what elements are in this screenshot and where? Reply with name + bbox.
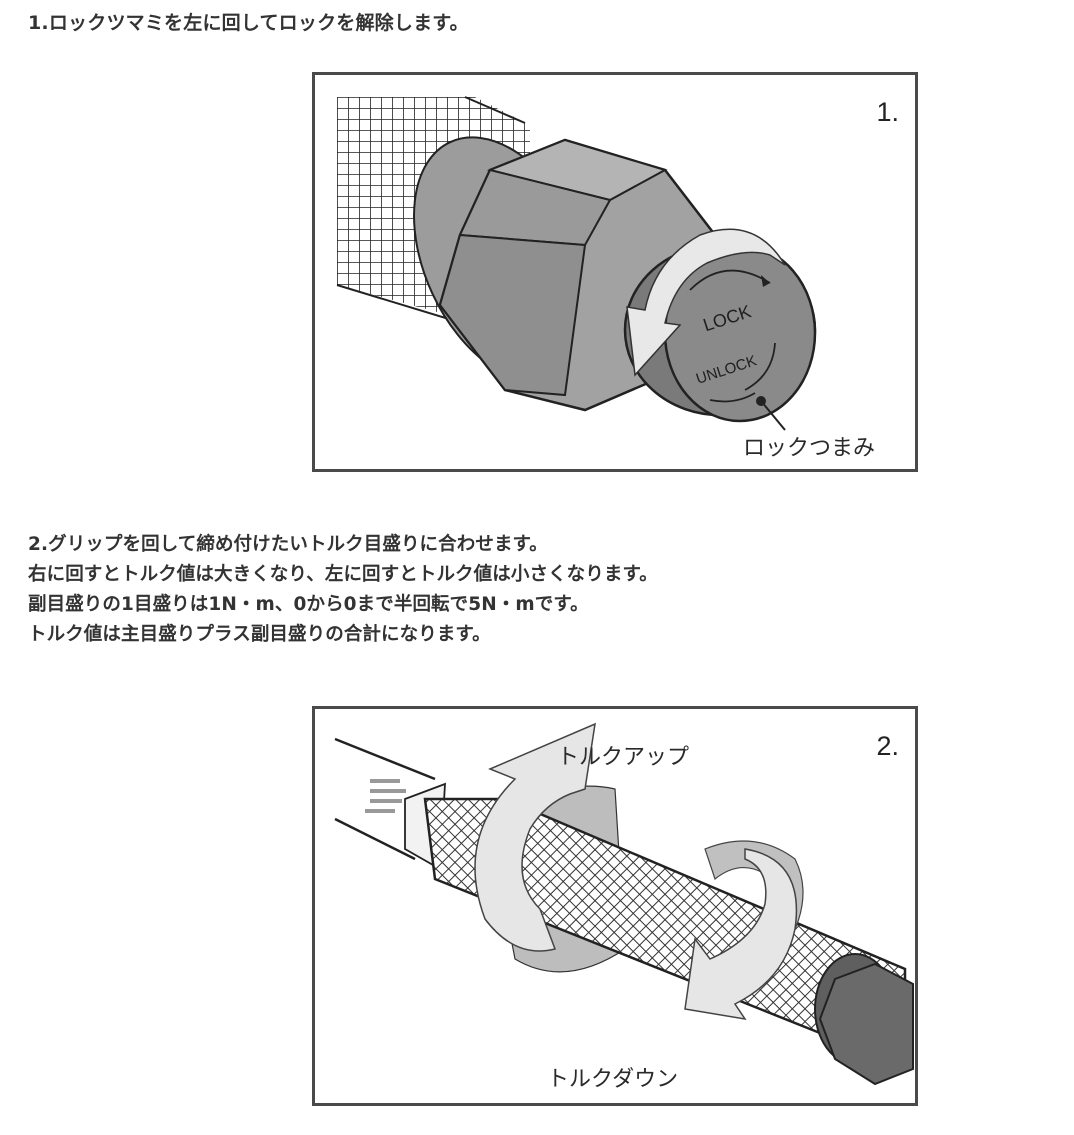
torque-down-arrow bbox=[684, 848, 798, 1021]
figure-grip-rotation: 2. トルクアップ トルクダウン bbox=[312, 706, 918, 1106]
torque-scale bbox=[365, 779, 406, 813]
step2-line-2: 右に回すとトルク値は大きくなり、左に回すとトルク値は小さくなります。 bbox=[28, 564, 658, 585]
figure-number: 2. bbox=[876, 731, 899, 761]
torque-up-arrow bbox=[474, 722, 596, 952]
grip-rotation-illustration bbox=[334, 722, 914, 1086]
torque-down-label: トルクダウン bbox=[547, 1067, 679, 1092]
lock-knob-illustration: LOCK UNLOCK bbox=[336, 96, 817, 431]
step2-instructions: 2.グリップを回して締め付けたいトルク目盛りに合わせます。 右に回すとトルク値は… bbox=[28, 530, 658, 650]
step1-heading: 1.ロックツマミを左に回してロックを解除します。 bbox=[28, 12, 469, 34]
figure-number: 1. bbox=[876, 97, 899, 127]
ratchet-head bbox=[814, 953, 914, 1086]
rotate-left-arrow bbox=[626, 228, 786, 377]
step2-line-4: トルク値は主目盛りプラス副目盛りの合計になります。 bbox=[28, 624, 491, 645]
step2-line-1: 2.グリップを回して締め付けたいトルク目盛りに合わせます。 bbox=[28, 534, 548, 555]
step2-line-3: 副目盛りの1目盛りは1N・m、0から0まで半回転で5N・mです。 bbox=[28, 594, 589, 615]
lock-knob-label: ロックつまみ bbox=[743, 436, 876, 461]
torque-up-label: トルクアップ bbox=[557, 745, 690, 770]
figure-lock-knob: LOCK UNLOCK 1. ロックつまみ bbox=[312, 72, 918, 472]
lock-knob: LOCK UNLOCK bbox=[663, 243, 817, 423]
